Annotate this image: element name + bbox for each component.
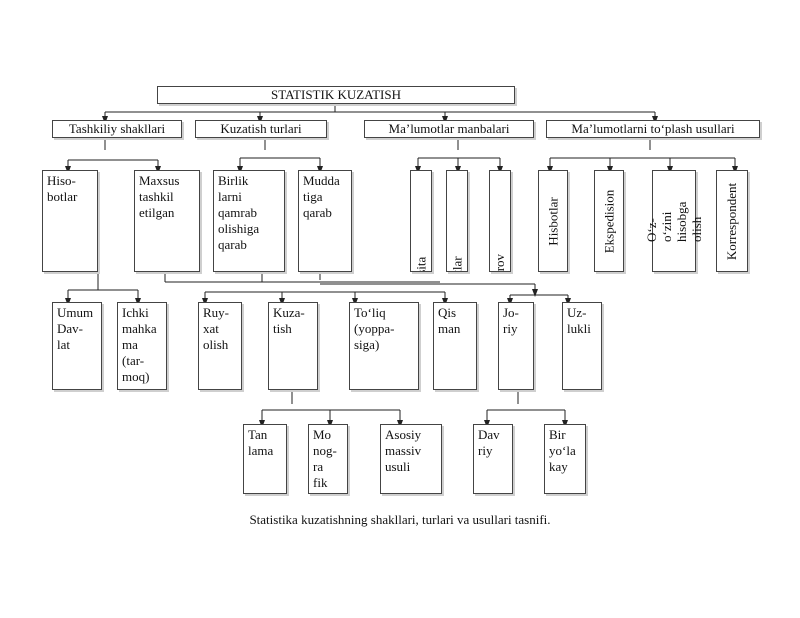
node-hisobotlar: Hiso- botlar [42,170,98,272]
node-surov-label: Surov [492,253,508,272]
node-xujjatlar: Xujjatlar [446,170,468,272]
figure-caption: Statistika kuzatishning shakllari, turla… [249,512,551,527]
node-davriy: Dav riy [473,424,513,494]
category-malumotlar-manbalari: Ma’lumotlar manbalari [364,120,534,138]
category-toplash-usullari: Ma’lumotlarni to‘plash usullari [546,120,760,138]
node-hisbotlar: Hisbotlar [538,170,568,272]
node-oz-ozini-label: O‘z-o‘zini hisobga olish [644,201,704,242]
node-kuzatish: Kuza- tish [268,302,318,390]
node-korrespondent-label: Korrespondent [724,182,740,260]
node-uzlukli: Uz- lukli [562,302,602,390]
node-maxsus-tashkil-etilgan: Maxsus tashkil etilgan [134,170,200,272]
node-hisbotlar-label: Hisbotlar [545,196,561,246]
category-tashkiliy-shakllari: Tashkiliy shakllari [52,120,182,138]
node-birlik-qamrab: Birlik larni qamrab olishiga qarab [213,170,285,272]
node-bir-yolakay: Bir yo‘la kay [544,424,586,494]
node-ekspedision: Ekspedision [594,170,624,272]
node-xujjatlar-label: Xujjatlar [450,256,465,271]
node-ruyxat-olish: Ruy- xat olish [198,302,242,390]
node-umum-davlat: Umum Dav- lat [52,302,102,390]
node-ekspedision-label: Ekspedision [601,189,617,253]
node-muddatiga-qarab: Mudda tiga qarab [298,170,352,272]
node-joriy: Jo- riy [498,302,534,390]
category-kuzatish-turlari: Kuzatish turlari [195,120,327,138]
node-monografik: Mo nog- ra fik [308,424,348,494]
node-toliq-yoppasiga: To‘liq (yoppa- siga) [349,302,419,390]
node-oz-ozini-hisobga-olish: O‘z-o‘zini hisobga olish [644,170,704,272]
node-surov: Surov [489,170,511,272]
node-ichki-mahkama: Ichki mahka ma (tar- moq) [117,302,167,390]
diagram-title: STATISTIK KUZATISH [157,86,515,104]
node-tanlama: Tan lama [243,424,287,494]
node-bevosita: Bevosita [410,170,432,272]
node-bevosita-label: Bevosita [414,257,429,271]
node-qisman: Qis man [433,302,477,390]
node-korrespondent: Korrespondent [716,170,748,272]
node-asosiy-massiv-usuli: Asosiy massiv usuli [380,424,442,494]
